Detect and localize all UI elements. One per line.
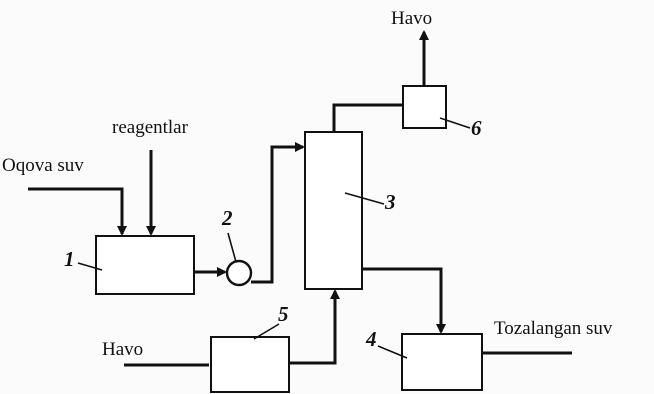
wastewater-inlet-line	[28, 187, 127, 236]
unit-6-number: 6	[471, 116, 482, 140]
unit-4-number: 4	[365, 327, 377, 351]
unit-4-leader	[377, 345, 408, 359]
reagents-label: reagentlar	[112, 117, 189, 138]
column-to-unit6-line	[332, 103, 403, 132]
unit-2-pump	[225, 259, 253, 287]
unit-4-box	[401, 333, 483, 391]
unit-2-number: 2	[221, 206, 233, 230]
air-inlet-label: Havo	[102, 339, 143, 360]
unit-6-leader	[439, 117, 471, 129]
unit-3-number: 3	[384, 190, 396, 214]
wastewater-label: Oqova suv	[2, 155, 84, 176]
pump-to-column-line	[251, 142, 305, 284]
unit-2-leader	[227, 232, 237, 263]
column-to-unit4-line	[362, 267, 446, 334]
unit5-to-column-line	[289, 289, 340, 365]
unit-1-box	[95, 235, 195, 295]
unit-6-box	[402, 85, 447, 129]
unit-5-leader	[253, 323, 280, 340]
unit-3-leader	[344, 192, 385, 205]
air-outlet-label: Havo	[391, 8, 432, 29]
unit-1-number: 1	[64, 247, 75, 271]
unit-5-number: 5	[278, 302, 289, 326]
unit-3-column	[304, 131, 363, 290]
unit-1-leader	[77, 262, 103, 271]
treated-water-label: Tozalangan suv	[494, 318, 613, 339]
unit-5-box	[210, 336, 290, 393]
